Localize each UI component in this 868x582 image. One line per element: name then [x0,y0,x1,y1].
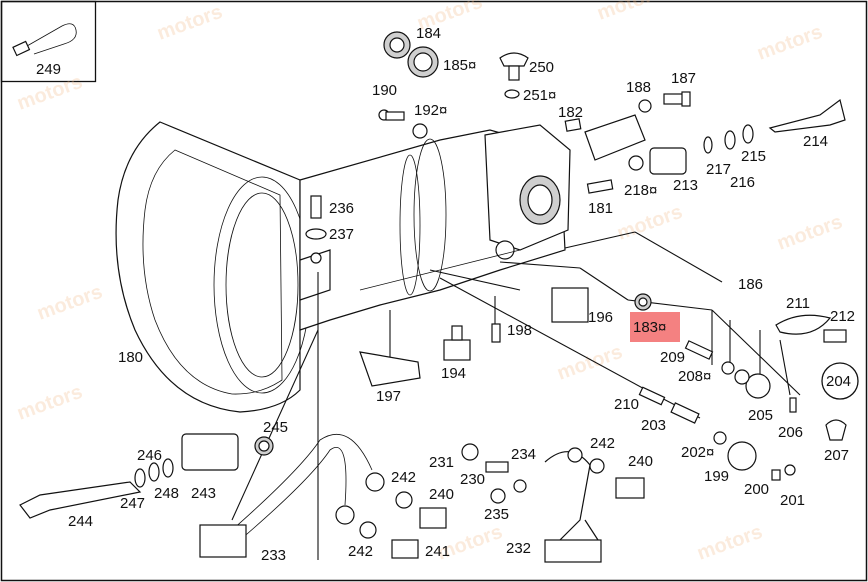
label-200[interactable]: 200 [744,481,769,498]
label-240a[interactable]: 240 [429,486,454,503]
svg-text:motors: motors [34,281,105,325]
label-201[interactable]: 201 [780,492,805,509]
label-186[interactable]: 186 [738,276,763,293]
label-198[interactable]: 198 [507,322,532,339]
label-231[interactable]: 231 [429,454,454,471]
label-240b[interactable]: 240 [628,453,653,470]
label-215[interactable]: 215 [741,148,766,165]
label-190[interactable]: 190 [372,82,397,99]
label-218[interactable]: 218¤ [624,182,657,199]
svg-text:motors: motors [774,211,845,255]
svg-text:motors: motors [14,381,85,425]
label-192[interactable]: 192¤ [414,102,447,119]
label-234[interactable]: 234 [511,446,536,463]
part-labels: 180 181 182 183¤ 184 185¤ 186 187 188 19… [36,25,855,564]
svg-text:motors: motors [694,521,765,565]
label-211[interactable]: 211 [786,295,810,312]
label-251[interactable]: 251¤ [523,87,556,104]
label-249[interactable]: 249 [36,61,61,78]
label-217[interactable]: 217 [706,161,731,178]
leader-lines [231,231,801,560]
label-214[interactable]: 214 [803,133,828,150]
label-232[interactable]: 232 [506,540,531,557]
label-185[interactable]: 185¤ [443,57,476,74]
svg-text:motors: motors [754,21,825,65]
label-183[interactable]: 183¤ [633,319,666,336]
label-235[interactable]: 235 [484,506,509,523]
label-237[interactable]: 237 [329,226,354,243]
label-247[interactable]: 247 [120,495,145,512]
label-248[interactable]: 248 [154,485,179,502]
label-196[interactable]: 196 [588,309,613,326]
label-241[interactable]: 241 [425,543,450,560]
label-197[interactable]: 197 [376,388,401,405]
label-236[interactable]: 236 [329,200,354,217]
inset-box-249 [0,0,97,83]
label-210[interactable]: 210 [614,396,639,413]
label-243[interactable]: 243 [191,485,216,502]
label-213[interactable]: 213 [673,177,698,194]
label-206[interactable]: 206 [778,424,803,441]
highlight-183 [630,312,680,342]
label-194[interactable]: 194 [441,365,466,382]
label-204[interactable]: 204 [826,373,851,390]
label-188[interactable]: 188 [626,79,651,96]
small-parts [19,31,859,563]
label-205[interactable]: 205 [748,407,773,424]
label-203[interactable]: 203 [641,417,666,434]
label-233[interactable]: 233 [261,547,286,564]
label-181[interactable]: 181 [588,200,613,217]
label-207[interactable]: 207 [824,447,849,464]
label-180[interactable]: 180 [118,349,143,366]
svg-text:motors: motors [614,201,685,245]
part-249-cable-tie [12,23,77,57]
label-242b[interactable]: 242 [348,543,373,560]
svg-text:motors: motors [154,1,225,45]
label-202[interactable]: 202¤ [681,444,714,461]
label-250[interactable]: 250 [529,59,554,76]
label-230[interactable]: 230 [460,471,485,488]
label-216[interactable]: 216 [730,174,755,191]
label-246[interactable]: 246 [137,447,162,464]
label-209[interactable]: 209 [660,349,685,366]
svg-text:motors: motors [594,0,665,25]
label-242c[interactable]: 242 [590,435,615,452]
part-180-transmission-housing [115,121,571,413]
label-199[interactable]: 199 [704,468,729,485]
label-212[interactable]: 212 [830,308,855,325]
label-187[interactable]: 187 [671,70,696,87]
svg-text:motors: motors [554,341,625,385]
label-244[interactable]: 244 [68,513,93,530]
label-245[interactable]: 245 [263,419,288,436]
label-182[interactable]: 182 [558,104,583,121]
label-242a[interactable]: 242 [391,469,416,486]
label-184[interactable]: 184 [416,25,441,42]
callout-circle-204 [821,362,859,400]
label-208[interactable]: 208¤ [678,368,711,385]
